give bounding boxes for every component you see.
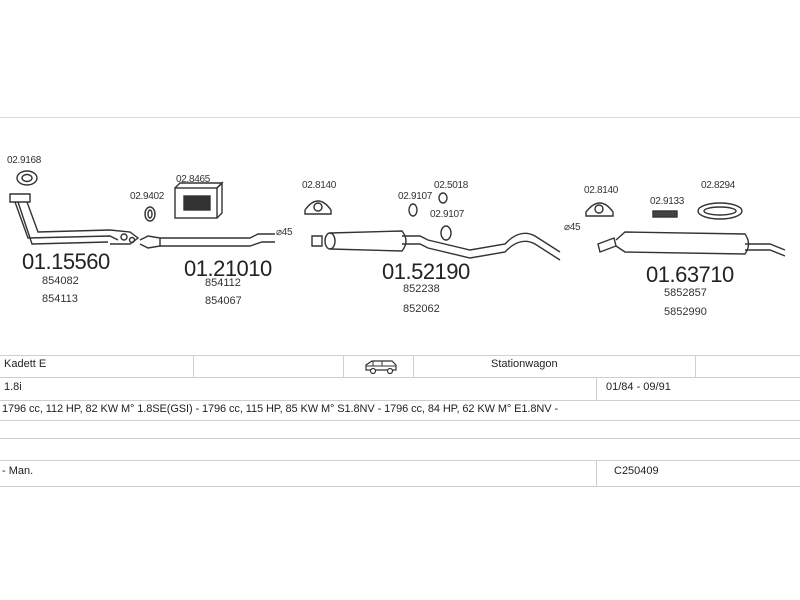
table-divider <box>413 355 414 377</box>
pipe-diameter: ⌀45 <box>564 222 581 233</box>
engine-size: 1.8i <box>4 381 22 393</box>
table-row: - Man. C250409 <box>0 460 800 486</box>
part-code: 01.21010 <box>184 256 272 281</box>
engine-specs: 1796 cc, 112 HP, 82 KW M° 1.8SE(GSI) - 1… <box>2 403 559 415</box>
rubber-ring-icon <box>408 203 418 217</box>
part-number: 02.8294 <box>701 180 736 191</box>
vehicle-model: Kadett E <box>4 358 47 370</box>
part-code: 01.52190 <box>382 259 470 284</box>
table-divider <box>343 355 344 377</box>
part-reference: 854112 <box>205 277 241 289</box>
exhaust-diagram <box>9 170 786 261</box>
table-rule <box>0 420 800 421</box>
part-number: 02.9133 <box>650 196 685 207</box>
part-reference: 852062 <box>403 303 440 315</box>
part-number: 02.8140 <box>584 185 619 196</box>
part-code: 01.15560 <box>22 249 110 274</box>
table-row: 1.8i 01/84 - 09/91 <box>0 377 800 400</box>
table-row: Kadett E Stationwagon <box>0 355 800 377</box>
part-number: 02.9107 <box>398 191 433 202</box>
part-number: 02.8465 <box>176 174 211 185</box>
exhaust-strap-icon <box>697 202 743 220</box>
table-rule <box>0 377 800 378</box>
rubber-ring-icon <box>440 225 452 241</box>
production-period: 01/84 - 09/91 <box>606 381 671 393</box>
catalog-reference: C250409 <box>614 465 659 477</box>
table-rule <box>0 438 800 439</box>
table-divider <box>193 355 194 377</box>
part-reference: 852238 <box>403 283 440 295</box>
table-row: 1796 cc, 112 HP, 82 KW M° 1.8SE(GSI) - 1… <box>0 400 800 420</box>
gasket-icon <box>144 206 156 222</box>
top-border <box>0 117 800 118</box>
part-reference: 854082 <box>42 275 79 287</box>
front-silencer-shape <box>311 230 561 261</box>
transmission: - Man. <box>2 465 34 477</box>
part-number: 02.9107 <box>430 209 465 220</box>
part-number: 02.9168 <box>7 155 42 166</box>
bushing-icon <box>438 192 448 204</box>
table-rule <box>0 400 800 401</box>
middle-pipe-shape <box>139 233 275 249</box>
table-rule <box>0 355 800 356</box>
table-divider <box>695 355 696 377</box>
part-number: 02.8140 <box>302 180 337 191</box>
table-divider <box>596 377 597 400</box>
station-wagon-icon <box>365 360 397 375</box>
pipe-diameter: ⌀45 <box>276 227 293 238</box>
table-divider <box>596 460 597 486</box>
part-code: 01.63710 <box>646 262 734 287</box>
part-reference: 5852990 <box>664 306 707 318</box>
part-reference: 854067 <box>205 295 242 307</box>
body-type: Stationwagon <box>491 358 558 370</box>
rubber-hanger-icon <box>304 200 332 215</box>
part-number: 02.5018 <box>434 180 469 191</box>
table-rule <box>0 486 800 487</box>
part-number: 02.9402 <box>130 191 165 202</box>
rubber-hanger-icon <box>585 202 614 217</box>
part-reference: 5852857 <box>664 287 707 299</box>
rear-silencer-shape <box>597 231 786 257</box>
clamp-band-icon <box>652 210 678 218</box>
front-pipe-shape <box>9 193 140 245</box>
part-reference: 854113 <box>42 293 78 305</box>
table-rule <box>0 460 800 461</box>
clamp-ring-icon <box>16 170 38 186</box>
mounting-kit-icon <box>174 181 224 219</box>
